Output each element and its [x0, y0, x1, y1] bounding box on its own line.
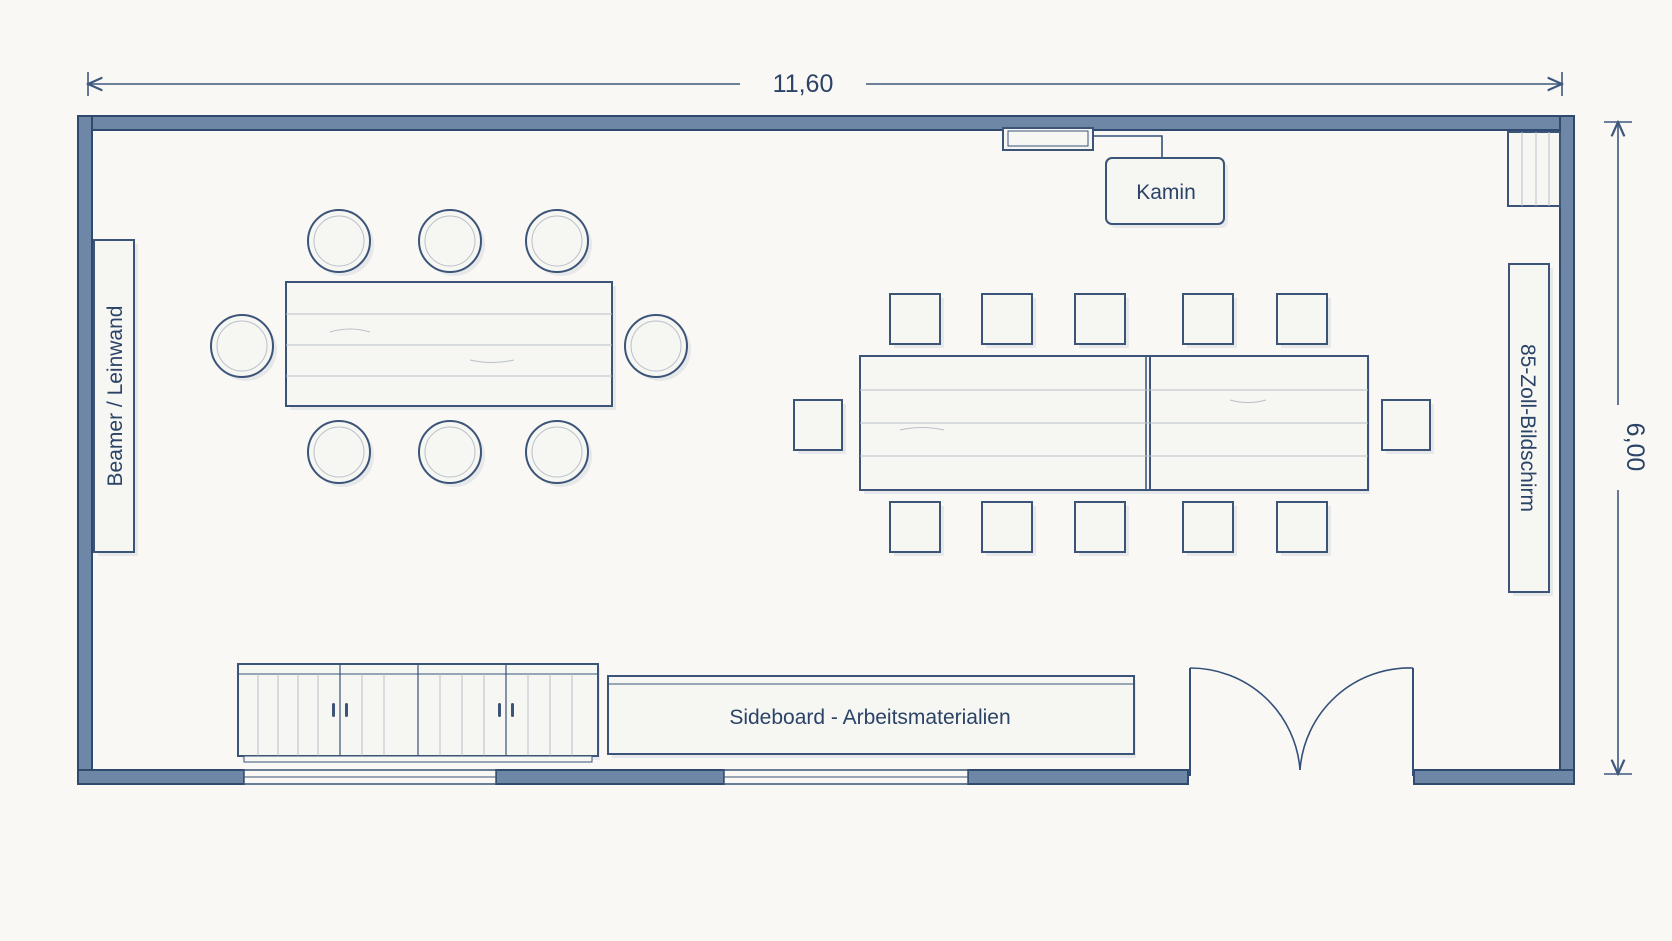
- square-chair: [1074, 501, 1126, 553]
- cabinet-handle: [332, 703, 335, 717]
- corner-cabinet: [1507, 131, 1561, 207]
- sideboard: Sideboard - Arbeitsmaterialien: [607, 675, 1136, 758]
- square-chair: [981, 501, 1033, 553]
- square-chair: [889, 293, 941, 345]
- window-left: [243, 769, 497, 785]
- round-chair: [210, 314, 274, 378]
- projector-screen: Beamer / Leinwand: [93, 239, 138, 556]
- height-dimension: 6,00: [1604, 122, 1649, 774]
- round-chair: [624, 314, 688, 378]
- tv-screen-label: 85-Zoll-Bildschirm: [1516, 344, 1539, 512]
- cabinet: [237, 663, 600, 763]
- fireplace: Kamin: [1002, 127, 1228, 228]
- square-chair: [1276, 501, 1328, 553]
- meeting-table-right: [793, 293, 1434, 556]
- round-chair: [307, 420, 371, 484]
- sideboard-label: Sideboard - Arbeitsmaterialien: [729, 706, 1010, 729]
- round-chair: [307, 209, 371, 273]
- window-right: [723, 769, 969, 785]
- square-chair: [981, 293, 1033, 345]
- round-chair: [525, 420, 589, 484]
- square-chair: [1381, 399, 1431, 451]
- table-top: [285, 281, 613, 407]
- cabinet-handle: [498, 703, 501, 717]
- square-chair: [793, 399, 843, 451]
- tv-screen: 85-Zoll-Bildschirm: [1508, 263, 1553, 596]
- height-dimension-label: 6,00: [1621, 423, 1649, 472]
- square-chair: [889, 501, 941, 553]
- square-chair: [1074, 293, 1126, 345]
- fireplace-label: Kamin: [1136, 181, 1196, 204]
- width-dimension-label: 11,60: [773, 70, 834, 98]
- round-chair: [418, 209, 482, 273]
- room-walls: [77, 115, 1575, 785]
- width-dimension: 11,60: [88, 70, 1562, 98]
- square-chair: [1182, 293, 1234, 345]
- meeting-table-left: [210, 209, 691, 487]
- round-chair: [525, 209, 589, 273]
- round-chair: [418, 420, 482, 484]
- square-chair: [1182, 501, 1234, 553]
- cabinet-handle: [511, 703, 514, 717]
- square-chair: [1276, 293, 1328, 345]
- projector-screen-label: Beamer / Leinwand: [104, 306, 127, 487]
- cabinet-handle: [345, 703, 348, 717]
- double-door: [1189, 667, 1414, 776]
